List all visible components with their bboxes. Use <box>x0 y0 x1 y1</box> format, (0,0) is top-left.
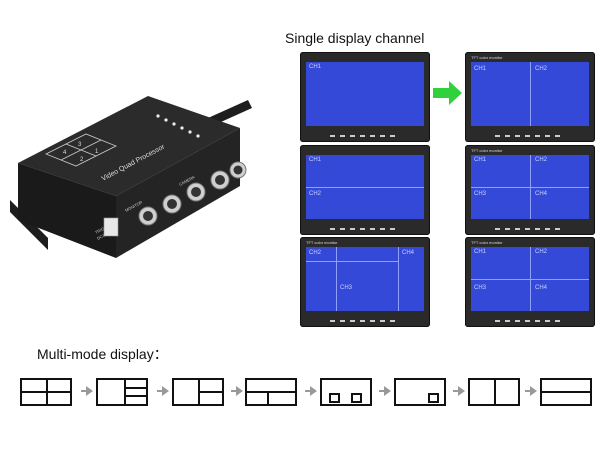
mode-top-plus-two-icon <box>245 378 297 406</box>
monitor-screen: CH1 <box>306 62 424 126</box>
channel-label: CH4 <box>535 191 548 197</box>
quad-number-4: 4 <box>63 150 67 156</box>
single-display-title: Single display channel <box>285 30 425 46</box>
quad-number-2: 2 <box>80 157 84 163</box>
mode-one-plus-two-icon <box>172 378 224 406</box>
monitor-quad: TFT color monitor CH1 CH2 CH3 CH4 <box>465 145 595 235</box>
mode-pip-single-icon <box>394 378 446 406</box>
mode-arrow-icon <box>305 386 317 396</box>
mode-arrow-icon <box>379 386 391 396</box>
monitor-screen: CH1 CH2 <box>471 62 589 126</box>
mode-arrow-icon <box>81 386 93 396</box>
channel-label: CH2 <box>535 157 548 163</box>
channel-label: CH3 <box>340 285 353 291</box>
quad-number-3: 3 <box>78 142 82 148</box>
channel-label: CH1 <box>309 157 322 163</box>
mode-split-horizontal-icon <box>540 378 592 406</box>
mode-arrow-icon <box>453 386 465 396</box>
multi-mode-title: Multi-mode display： <box>37 346 168 362</box>
monitor-screen: CH2 CH4 CH3 <box>306 247 424 311</box>
channel-label: CH1 <box>474 157 487 163</box>
channel-label: CH2 <box>309 191 322 197</box>
mode-arrow-icon <box>525 386 537 396</box>
monitor-screen: CH1 CH2 CH3 CH4 <box>471 155 589 219</box>
mode-one-plus-three-icon <box>96 378 148 406</box>
monitor-header-text: TFT color monitor <box>306 240 338 245</box>
green-arrow-icon <box>433 81 462 105</box>
mode-arrow-icon <box>231 386 243 396</box>
channel-label: CH3 <box>474 191 487 197</box>
channel-label: CH3 <box>474 285 487 291</box>
channel-label: CH4 <box>402 250 415 256</box>
monitor-single-channel: CH1 <box>300 52 430 142</box>
monitor-triple: TFT color monitor CH2 CH4 CH3 <box>300 237 430 327</box>
monitor-screen: CH1 CH2 <box>306 155 424 219</box>
channel-label: CH2 <box>535 249 548 255</box>
monitor-header-text: TFT color monitor <box>471 240 503 245</box>
monitor-header-text: TFT color monitor <box>471 55 503 60</box>
channel-label: CH2 <box>309 250 322 256</box>
monitor-screen: CH1 CH2 CH3 CH4 <box>471 247 589 311</box>
channel-label: CH1 <box>309 64 322 70</box>
mode-pip-dual-icon <box>320 378 372 406</box>
mode-split-vertical-icon <box>468 378 520 406</box>
monitor-dual-horizontal: TFT color monitor CH1 CH2 <box>465 52 595 142</box>
quad-number-1: 1 <box>95 149 99 155</box>
channel-label: CH1 <box>474 249 487 255</box>
monitor-quad-alt: TFT color monitor CH1 CH2 CH3 CH4 <box>465 237 595 327</box>
monitor-dual-vertical: CH1 CH2 <box>300 145 430 235</box>
monitor-header-text: TFT color monitor <box>471 148 503 153</box>
channel-label: CH1 <box>474 66 487 72</box>
channel-label: CH2 <box>535 66 548 72</box>
video-quad-processor-image: 4 3 2 1 Video Quad Processor MONITOR CAM… <box>10 96 252 258</box>
channel-label: CH4 <box>535 285 548 291</box>
mode-arrow-icon <box>157 386 169 396</box>
mode-quad-icon <box>20 378 72 406</box>
